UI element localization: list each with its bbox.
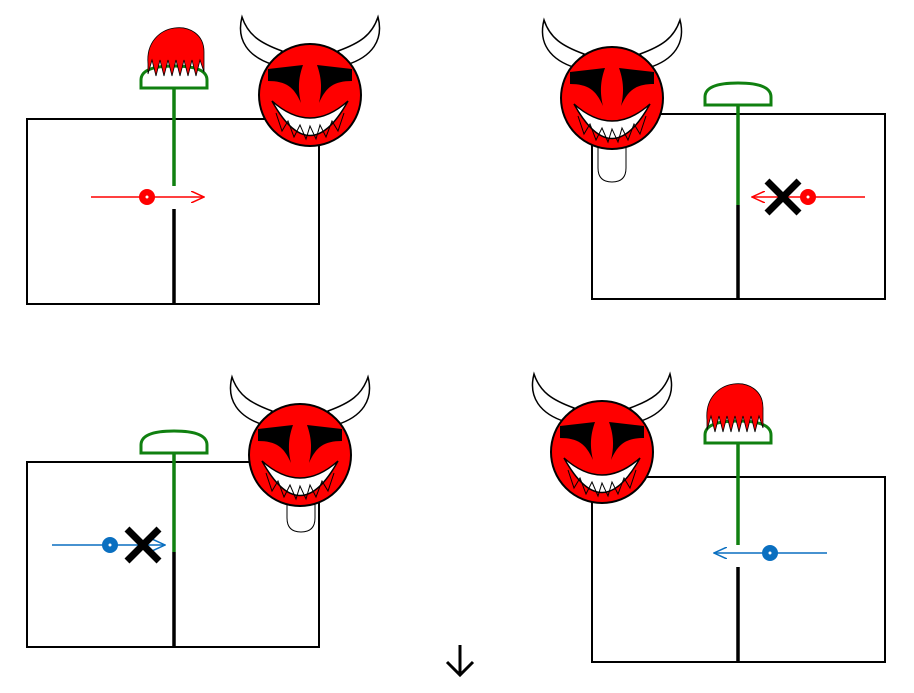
down-arrow-icon	[445, 645, 475, 678]
demon-icon	[531, 373, 673, 504]
panel-1	[26, 16, 381, 305]
gate-handle	[139, 429, 209, 455]
demon-icon	[229, 376, 371, 507]
panel-2	[541, 19, 886, 300]
gate-handle	[703, 81, 773, 107]
demon-icon	[541, 19, 683, 150]
panel-4	[531, 373, 886, 663]
panel-3	[26, 376, 371, 648]
demon-icon	[239, 16, 381, 147]
